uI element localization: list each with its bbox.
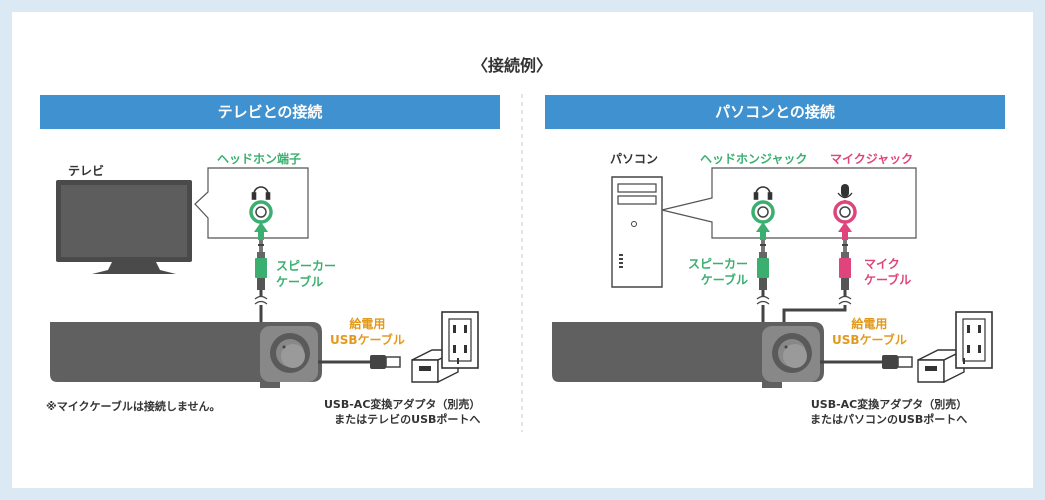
diagram-card: 〈接続例〉 テレビとの接続 パソコンとの接続 テレビ ヘッドホン端子 スピーカー… (12, 12, 1033, 488)
pc-port-callout-bubble (661, 167, 917, 239)
up-arrow-icon (838, 222, 852, 240)
speaker-cable-label: スピーカー ケーブル (276, 259, 337, 289)
audio-plug-icon (255, 240, 267, 290)
mic-jack-label: マイクジャック (830, 152, 914, 166)
mic-cable-label: マイク ケーブル (864, 257, 912, 287)
usb-plug-icon (370, 355, 401, 369)
usb-plug-icon (882, 355, 913, 369)
soundbar-left (50, 322, 322, 388)
headphone-port-label: ヘッドホン端子 (217, 152, 302, 166)
audio-plug-icon (839, 240, 851, 290)
audio-plug-icon (757, 240, 769, 290)
soundbar-right (552, 322, 824, 388)
tv-illustration (56, 180, 192, 274)
headphone-icon (753, 186, 773, 200)
banner-pc-connection: パソコンとの接続 (545, 95, 1005, 129)
power-cable-label: 給電用 USBケーブル (330, 317, 405, 347)
port-callout-bubble (194, 167, 309, 239)
up-arrow-icon (756, 222, 770, 240)
diagram-title: 〈接続例〉 (472, 56, 553, 75)
adapter-note-tv: USB-AC変換アダプタ（別売） またはテレビのUSBポートへ (324, 398, 481, 426)
tv-label: テレビ (68, 164, 105, 178)
usb-ac-adapter-icon (917, 348, 965, 384)
adapter-note-pc: USB-AC変換アダプタ（別売） またはパソコンのUSBポートへ (810, 398, 968, 426)
pc-tower-illustration (611, 176, 663, 288)
banner-tv-connection: テレビとの接続 (40, 95, 500, 129)
pc-speaker-cable-label: スピーカー ケーブル (688, 257, 749, 287)
wall-outlet-icon (441, 311, 479, 369)
up-arrow-icon (254, 222, 268, 240)
mic-note: ※マイクケーブルは接続しません。 (46, 400, 221, 413)
pc-label: パソコン (610, 152, 659, 166)
headphone-icon (251, 186, 271, 200)
diagram-drawing (50, 94, 993, 432)
headphone-jack-label: ヘッドホンジャック (700, 152, 808, 166)
pc-power-cable-label: 給電用 USBケーブル (832, 317, 907, 347)
wall-outlet-icon (955, 311, 993, 369)
